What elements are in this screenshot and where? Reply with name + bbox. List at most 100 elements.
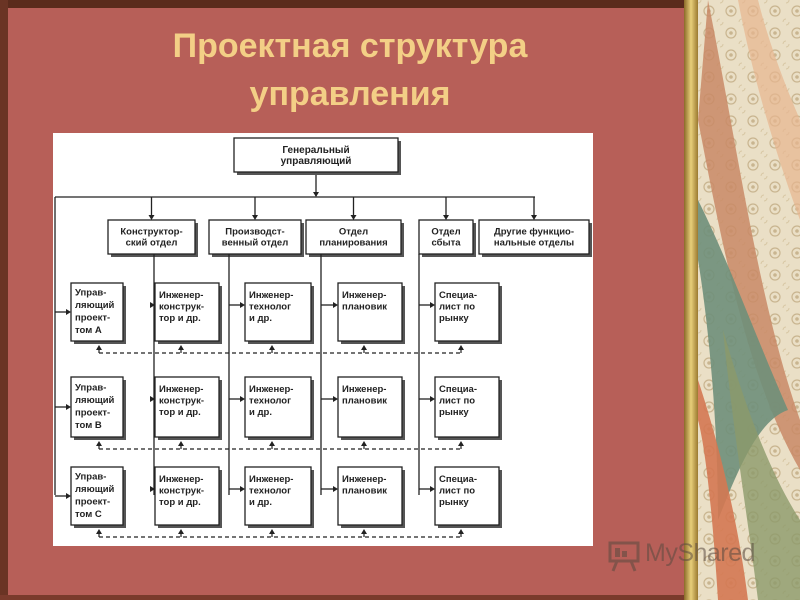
row-1-staff-box-1	[154, 282, 220, 342]
row-3-staff-box-4-line-2: лист по	[439, 486, 475, 497]
department-box-1-line-2: ский отдел	[126, 238, 178, 249]
row-3-coordination-arrow-1	[178, 529, 184, 534]
root-arrow	[313, 192, 319, 197]
row-3-staff-box-2-line-3: и др.	[249, 497, 272, 508]
row-2-staff-3-arrow	[333, 396, 338, 402]
department-box-1	[107, 219, 196, 255]
department-box-5-line-1: Другие функцио-	[494, 227, 574, 238]
department-arrow-5	[531, 215, 537, 220]
row-3-coordination-arrow-manager	[96, 529, 102, 534]
department-arrow-4	[443, 215, 449, 220]
row-1-staff-2-arrow	[240, 302, 245, 308]
department-arrow-1	[148, 215, 155, 220]
department-box-4	[418, 219, 474, 255]
row-1-staff-box-4-line-1: Специа-	[439, 290, 477, 301]
frame-top-border	[0, 0, 692, 8]
department-box-4-line-1: Отдел	[431, 227, 460, 238]
gold-border-strip	[684, 0, 698, 600]
department-box-4-line-2: сбыта	[431, 238, 461, 249]
row-2-staff-box-1-line-2: конструк-	[159, 396, 204, 407]
row-1-project-manager-box	[70, 282, 124, 342]
row-1-coordination-arrow-4	[458, 345, 464, 350]
row-3-staff-box-3-line-1: Инженер-	[342, 474, 386, 485]
row-1-staff-4-arrow	[430, 302, 435, 308]
row-2-project-manager-box-line-4: том В	[75, 420, 102, 431]
row-3-coordination-arrow-4	[458, 529, 464, 534]
row-2-staff-box-4-line-2: лист по	[439, 396, 475, 407]
row-2-staff-box-2-line-2: технолог	[249, 396, 291, 407]
department-box-5-line-2: нальные отделы	[494, 238, 574, 249]
row-2-staff-2-arrow	[240, 396, 245, 402]
row-1-staff-box-2-line-1: Инженер-	[249, 290, 293, 301]
row-3-coordination-arrow-2	[269, 529, 275, 534]
row-3-staff-box-2-line-1: Инженер-	[249, 474, 293, 485]
row-3-staff-4-arrow	[430, 486, 435, 492]
row-2-staff-box-1	[154, 376, 220, 438]
department-arrow-3	[350, 215, 357, 220]
row-2-coordination-arrow-4	[458, 441, 464, 446]
row-1-staff-box-1-line-2: конструк-	[159, 302, 204, 313]
watermark-text: MyShared	[645, 539, 755, 567]
row-2-coordination-arrow-3	[361, 441, 367, 446]
row-2-staff-box-3	[337, 376, 403, 438]
department-box-2-line-1: Производст-	[225, 227, 284, 238]
row-1-manager-arrow	[66, 309, 71, 315]
row-2-staff-box-2	[244, 376, 312, 438]
decorative-floral-panel	[698, 0, 800, 600]
row-1-staff-box-3	[337, 282, 403, 342]
row-3-staff-box-4-line-3: рынку	[439, 497, 469, 508]
row-2-staff-box-1-line-1: Инженер-	[159, 384, 203, 395]
root-box-general-manager	[233, 137, 399, 173]
row-1-staff-3-arrow	[333, 302, 338, 308]
row-1-staff-box-2	[244, 282, 312, 342]
row-3-staff-1-arrow	[150, 486, 155, 492]
row-3-manager-arrow	[66, 493, 71, 499]
row-2-project-manager-box-line-3: проект-	[75, 408, 110, 419]
row-3-coordination-arrow-3	[361, 529, 367, 534]
row-3-project-manager-box	[70, 466, 124, 526]
department-box-2	[208, 219, 302, 255]
row-3-project-manager-box-line-2: ляющий	[75, 484, 115, 495]
row-2-staff-box-3-line-2: плановик	[342, 396, 387, 407]
department-box-5	[478, 219, 590, 255]
row-1-staff-box-4	[434, 282, 500, 342]
row-3-staff-box-4-line-1: Специа-	[439, 474, 477, 485]
row-3-staff-box-1-line-3: тор и др.	[159, 497, 201, 508]
slide-title-line-1: Проектная структура	[172, 27, 528, 65]
row-3-staff-box-4	[434, 466, 500, 526]
row-1-coordination-arrow-manager	[96, 345, 102, 350]
row-3-project-manager-box-line-1: Управ-	[75, 472, 106, 483]
department-box-3-line-2: планирования	[319, 238, 387, 249]
slide-title: Проектная структура управления	[100, 22, 600, 118]
row-1-project-manager-box-line-4: том А	[75, 325, 102, 336]
row-1-staff-box-2-line-2: технолог	[249, 302, 291, 313]
row-2-staff-box-3-line-1: Инженер-	[342, 384, 386, 395]
row-2-staff-1-arrow	[150, 396, 155, 402]
row-2-project-manager-box	[70, 376, 124, 438]
slide-title-line-2: управления	[249, 75, 451, 113]
row-1-project-manager-box-line-2: ляющий	[75, 300, 115, 311]
row-3-staff-box-1-line-2: конструк-	[159, 486, 204, 497]
row-1-project-manager-box-line-1: Управ-	[75, 288, 106, 299]
row-2-coordination-arrow-1	[178, 441, 184, 446]
row-1-staff-box-3-line-1: Инженер-	[342, 290, 386, 301]
row-2-staff-box-1-line-3: тор и др.	[159, 407, 201, 418]
row-3-staff-box-3	[337, 466, 403, 526]
row-1-staff-box-2-line-3: и др.	[249, 313, 272, 324]
row-2-coordination-arrow-manager	[96, 441, 102, 446]
row-3-staff-box-1-line-1: Инженер-	[159, 474, 203, 485]
department-box-3	[305, 219, 402, 255]
row-2-staff-box-2-line-1: Инженер-	[249, 384, 293, 395]
department-box-1-line-1: Конструктор-	[120, 227, 182, 238]
row-3-staff-box-1	[154, 466, 220, 526]
row-1-staff-box-3-line-2: плановик	[342, 302, 387, 313]
row-2-project-manager-box-line-2: ляющий	[75, 395, 115, 406]
department-box-2-line-2: венный отдел	[222, 238, 289, 249]
department-arrow-2	[252, 215, 258, 220]
row-2-coordination-arrow-2	[269, 441, 275, 446]
row-3-project-manager-box-line-3: проект-	[75, 497, 110, 508]
row-3-staff-3-arrow	[333, 486, 338, 492]
row-1-staff-box-4-line-3: рынку	[439, 313, 469, 324]
